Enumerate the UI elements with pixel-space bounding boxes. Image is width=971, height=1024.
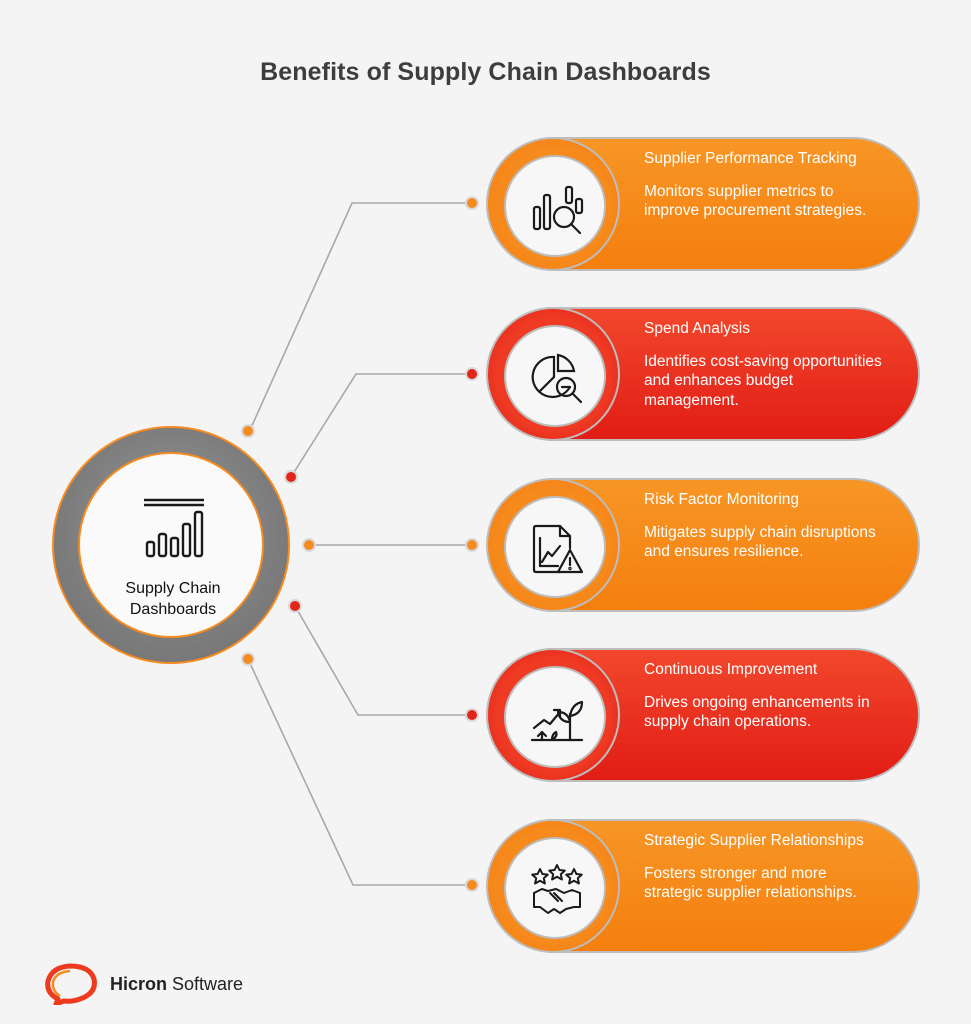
benefit-icon-disc xyxy=(504,155,606,257)
benefit-icon-ring xyxy=(486,819,620,953)
benefit-heading: Continuous Improvement xyxy=(644,661,818,678)
benefit-icon-disc xyxy=(504,496,606,598)
growth-plant-icon xyxy=(530,700,584,742)
benefit-heading: Strategic Supplier Relationships xyxy=(644,832,864,849)
benefit-icon-ring xyxy=(486,478,620,612)
benefit-card-spend-analysis: Spend Analysis Identifies cost-saving op… xyxy=(486,307,920,441)
benefit-card-continuous-improvement: Continuous Improvement Drives ongoing en… xyxy=(486,648,920,782)
benefit-heading: Supplier Performance Tracking xyxy=(644,150,857,167)
brand-name-regular: Software xyxy=(167,974,244,994)
hub-dot-2 xyxy=(284,470,298,484)
card-dot-1 xyxy=(465,196,479,210)
benefit-icon-ring xyxy=(486,648,620,782)
card-dot-2 xyxy=(465,367,479,381)
benefit-icon-ring xyxy=(486,137,620,271)
benefit-heading: Spend Analysis xyxy=(644,320,750,337)
benefit-text: Risk Factor Monitoring Mitigates supply … xyxy=(644,490,884,562)
hub-label: Supply Chain Dashboards xyxy=(80,578,266,620)
page-title: Benefits of Supply Chain Dashboards xyxy=(260,58,711,86)
hub-dot-3 xyxy=(302,538,316,552)
hub-dot-1 xyxy=(241,424,255,438)
benefit-icon-disc xyxy=(504,325,606,427)
pie-chart-magnifier-icon xyxy=(531,353,583,404)
benefit-description: Identifies cost-saving opportunities and… xyxy=(644,352,882,409)
hub-dot-4 xyxy=(288,599,302,613)
benefit-card-risk-monitoring: Risk Factor Monitoring Mitigates supply … xyxy=(486,478,920,612)
card-dot-3 xyxy=(465,538,479,552)
brand-name-bold: Hicron xyxy=(110,974,168,994)
hub-dot-5 xyxy=(241,652,255,666)
benefit-description: Monitors supplier metrics to improve pro… xyxy=(644,182,867,220)
bar-chart-icon xyxy=(144,498,204,558)
brand-name: Hicron Software xyxy=(110,974,243,995)
hicron-logo-icon xyxy=(45,963,97,1005)
benefit-card-supplier-performance: Supplier Performance Tracking Monitors s… xyxy=(486,137,920,271)
benefit-text: Supplier Performance Tracking Monitors s… xyxy=(644,149,884,221)
benefit-icon-disc xyxy=(504,837,606,939)
benefit-icon-disc xyxy=(504,666,606,768)
connector-2 xyxy=(290,373,472,478)
hub-ring: Supply Chain Dashboards xyxy=(52,426,290,664)
benefit-heading: Risk Factor Monitoring xyxy=(644,491,800,508)
card-dot-5 xyxy=(465,878,479,892)
hub-label-line2: Dashboards xyxy=(129,601,217,618)
connector-4 xyxy=(294,605,472,716)
benefit-description: Drives ongoing enhancements in supply ch… xyxy=(644,693,870,731)
benefit-icon-ring xyxy=(486,307,620,441)
hub-center: Supply Chain Dashboards xyxy=(78,452,264,638)
benefit-description: Fosters stronger and more strategic supp… xyxy=(644,864,857,902)
connector-5 xyxy=(247,658,472,886)
benefit-text: Spend Analysis Identifies cost-saving op… xyxy=(644,319,884,410)
chart-magnifier-icon xyxy=(532,185,584,235)
benefit-card-supplier-relationships: Strategic Supplier Relationships Fosters… xyxy=(486,819,920,953)
card-dot-4 xyxy=(465,708,479,722)
handshake-stars-icon xyxy=(531,864,583,914)
benefit-text: Strategic Supplier Relationships Fosters… xyxy=(644,831,884,903)
benefit-description: Mitigates supply chain disruptions and e… xyxy=(644,523,876,561)
hub-label-line1: Supply Chain xyxy=(125,580,221,597)
connector-1 xyxy=(249,202,472,431)
benefit-text: Continuous Improvement Drives ongoing en… xyxy=(644,660,884,732)
document-warning-icon xyxy=(532,524,584,574)
